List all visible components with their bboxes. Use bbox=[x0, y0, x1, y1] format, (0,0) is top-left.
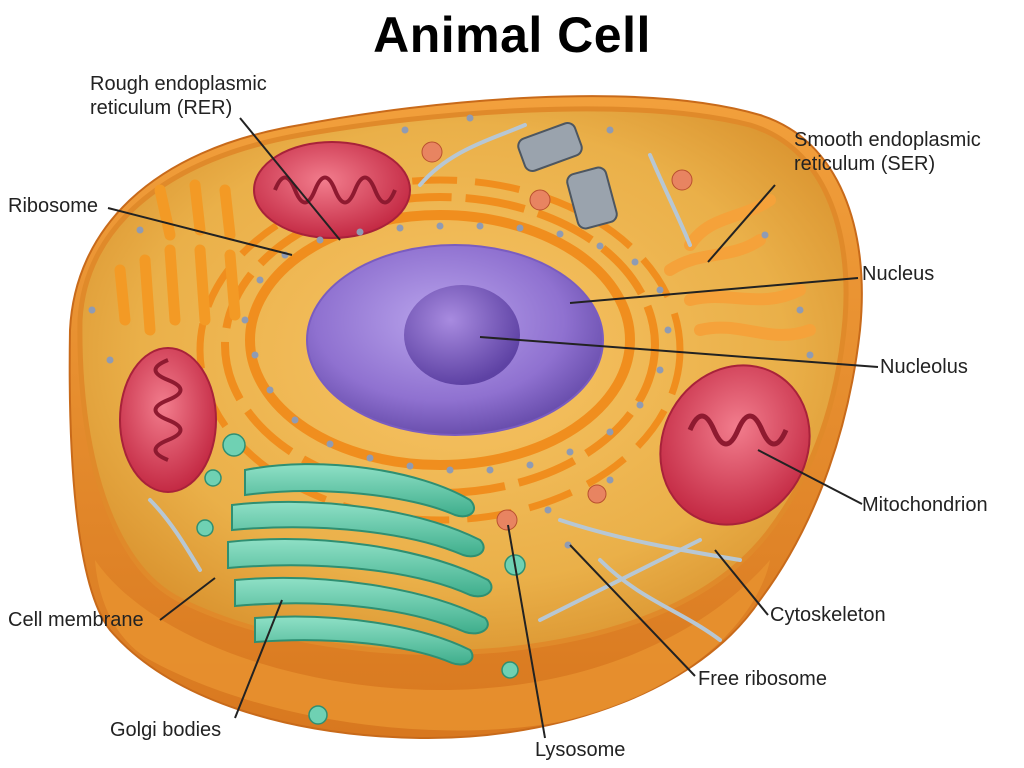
label-ribosome: Ribosome bbox=[8, 194, 98, 218]
label-golgi-bodies: Golgi bodies bbox=[110, 718, 221, 742]
label-nucleus: Nucleus bbox=[862, 262, 934, 286]
label-cytoskeleton: Cytoskeleton bbox=[770, 603, 886, 627]
label-rer: Rough endoplasmic reticulum (RER) bbox=[90, 72, 267, 120]
label-ser: Smooth endoplasmic reticulum (SER) bbox=[794, 128, 981, 176]
label-cell-membrane: Cell membrane bbox=[8, 608, 144, 632]
mitochondrion-left bbox=[120, 348, 216, 492]
label-lysosome: Lysosome bbox=[535, 738, 625, 762]
label-mitochondrion: Mitochondrion bbox=[862, 493, 988, 517]
nucleolus bbox=[404, 285, 520, 385]
label-nucleolus: Nucleolus bbox=[880, 355, 968, 379]
mitochondrion-top bbox=[254, 142, 410, 238]
label-free-ribosome: Free ribosome bbox=[698, 667, 827, 691]
